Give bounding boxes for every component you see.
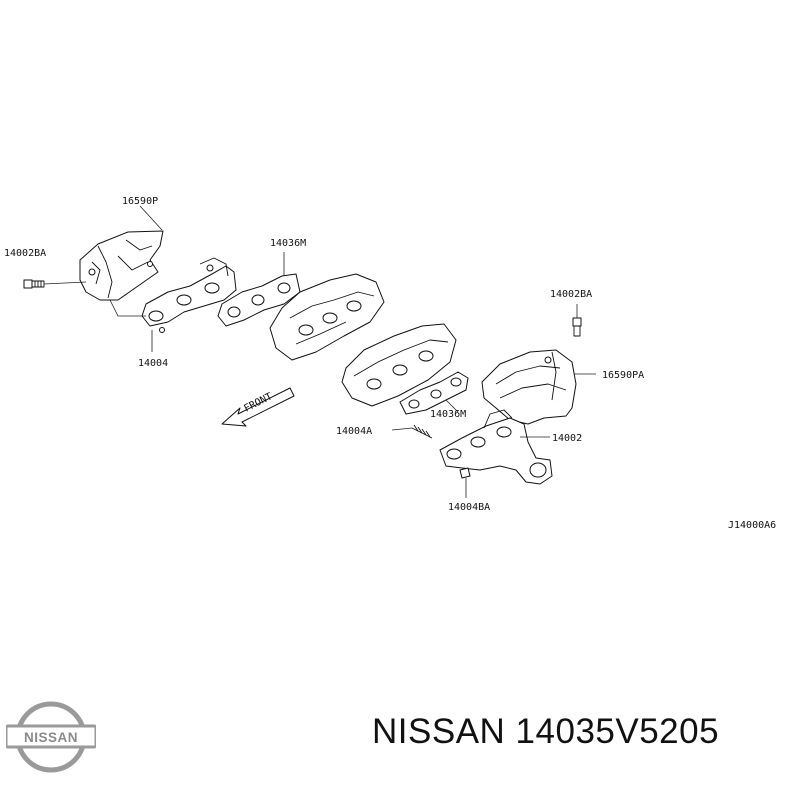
manifold-left — [141, 257, 237, 333]
caption-brand: NISSAN — [372, 712, 506, 751]
cylinder-head-left — [269, 273, 385, 361]
label-14036M-top: 14036M — [270, 238, 306, 249]
part-caption: NISSAN 14035V5205 — [372, 712, 792, 762]
front-arrow: FRONT — [221, 387, 295, 427]
leader-lines — [43, 205, 596, 498]
gasket-right — [399, 371, 469, 415]
heat-shield-left — [79, 230, 164, 301]
nissan-logo: NISSAN — [4, 698, 98, 776]
bolt-left — [23, 279, 45, 289]
label-14004A: 14004A — [336, 426, 372, 437]
label-14002BA-left: 14002BA — [4, 248, 46, 259]
nut-14004BA — [459, 467, 471, 479]
logo-text: NISSAN — [24, 730, 78, 745]
label-14036M-mid: 14036M — [430, 409, 466, 420]
cylinder-head-right — [341, 323, 457, 407]
caption-part-number: 14035V5205 — [515, 712, 720, 751]
stud-14004A — [411, 424, 433, 439]
bolt-right — [572, 317, 582, 337]
label-16590P: 16590P — [122, 196, 158, 207]
label-14004BA: 14004BA — [448, 502, 490, 513]
gasket-left — [217, 273, 301, 327]
figure-code: J14000A6 — [728, 520, 776, 531]
label-14002BA-right: 14002BA — [550, 289, 592, 300]
label-14004: 14004 — [138, 358, 168, 369]
heat-shield-right — [481, 349, 577, 425]
label-16590PA: 16590PA — [602, 370, 644, 381]
label-14002: 14002 — [552, 433, 582, 444]
